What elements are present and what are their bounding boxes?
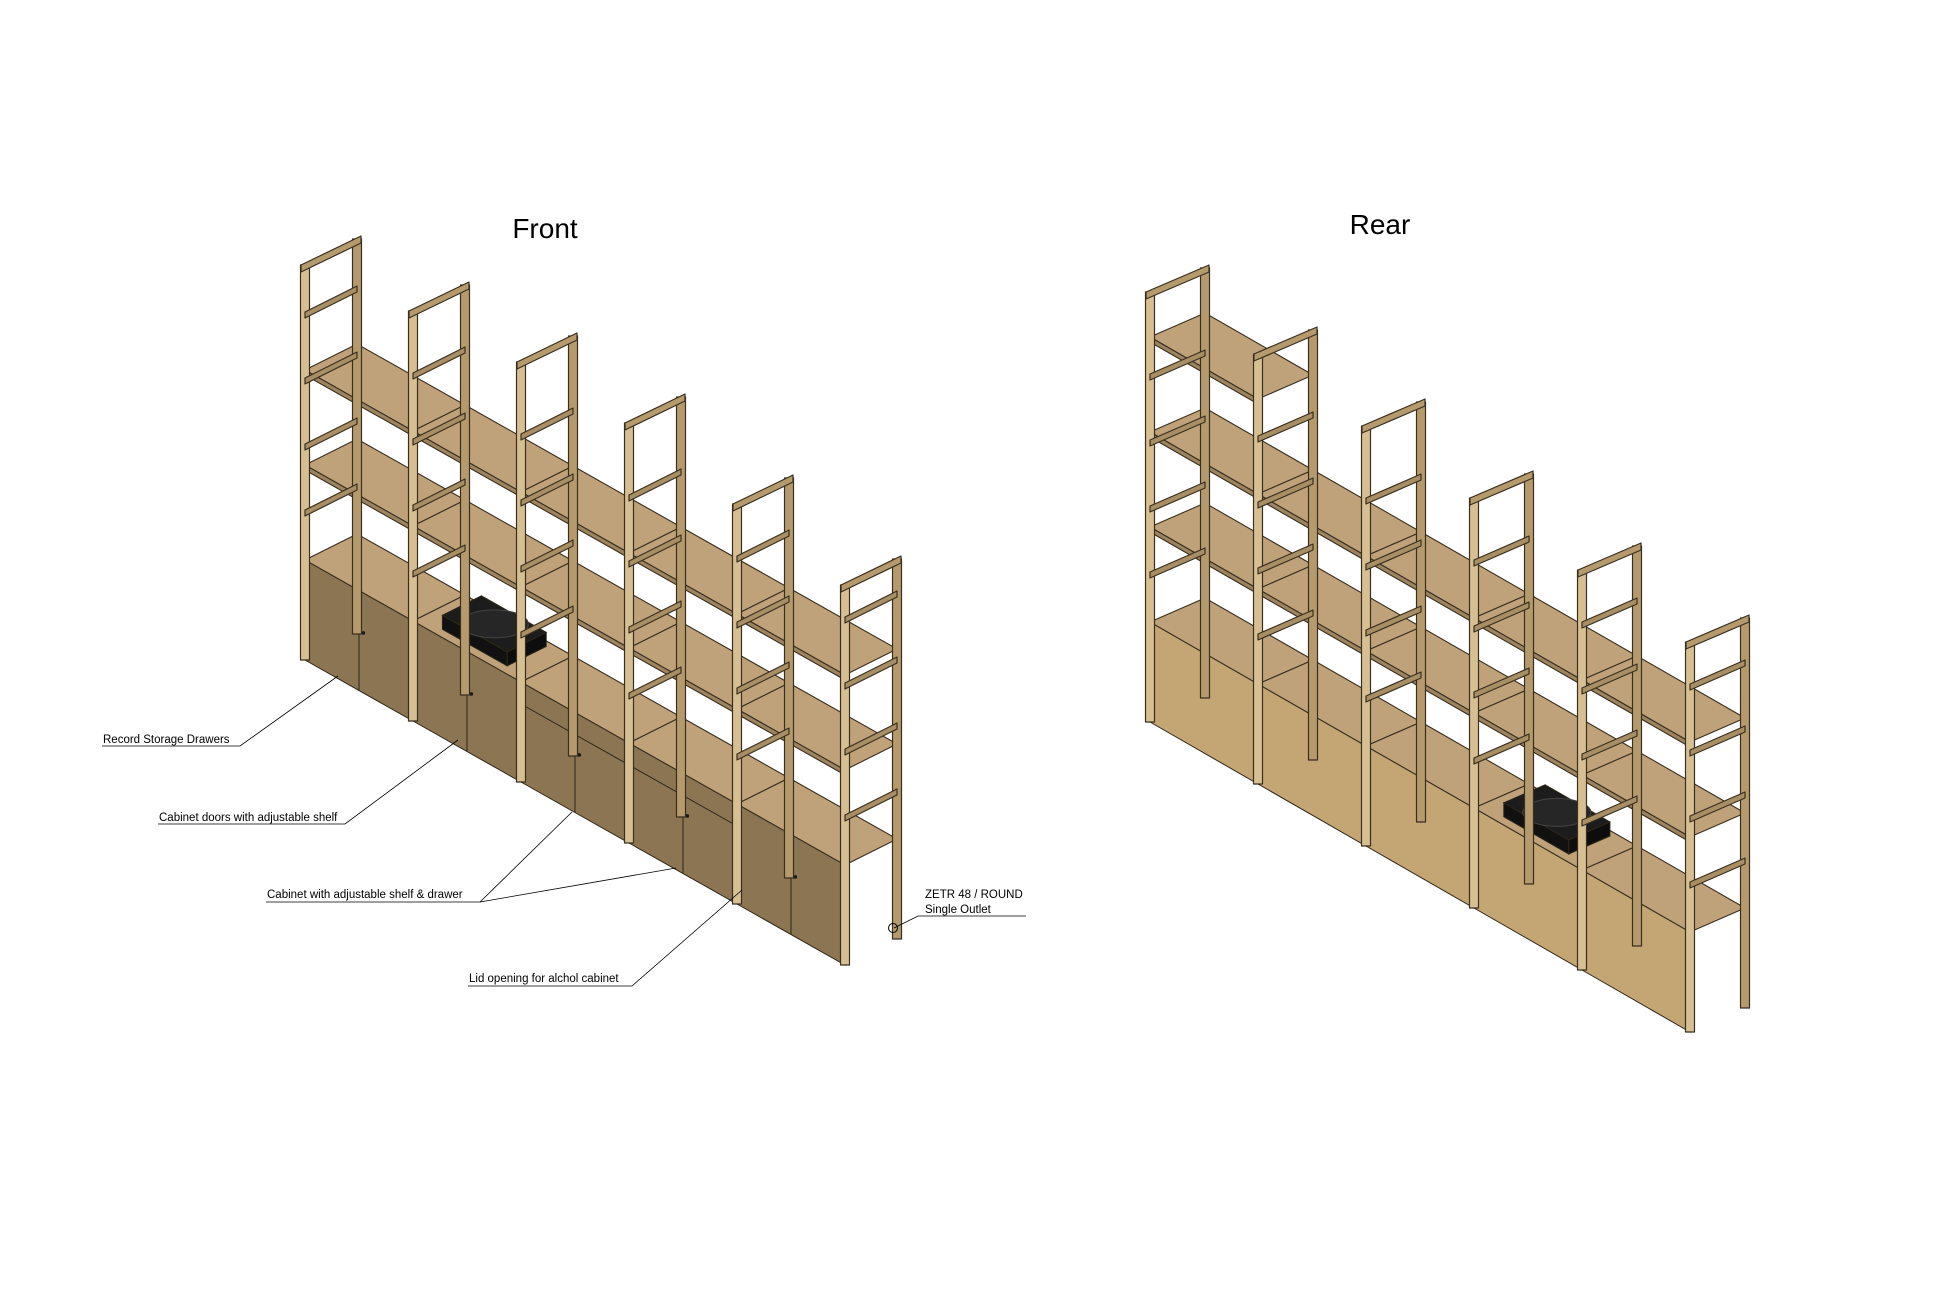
- ladder-cap: [300, 235, 362, 273]
- ladder-rung: [304, 285, 358, 319]
- leader-outlet: [893, 915, 1026, 929]
- ladder-rung: [844, 590, 898, 624]
- ladder-rung: [1473, 667, 1530, 699]
- ladder-cap: [408, 281, 470, 319]
- ladder-rung: [1689, 791, 1746, 823]
- ladder-rung: [412, 544, 466, 578]
- ladder-rung: [1473, 733, 1530, 765]
- ladder-rung: [1149, 547, 1206, 579]
- door-knob: [577, 753, 582, 757]
- ladder-rung: [736, 661, 790, 695]
- ladder-rung: [1581, 795, 1638, 827]
- annotations: Record Storage Drawers Cabinet doors wit…: [102, 675, 1026, 987]
- ladder-rung: [1257, 543, 1314, 575]
- ladder-cap: [1253, 326, 1318, 362]
- label-outlet-line1: ZETR 48 / ROUND: [925, 889, 1023, 901]
- leader-shelf-drawer-b: [479, 867, 677, 903]
- ladder-rung: [1689, 659, 1746, 691]
- ladder-cap: [732, 474, 794, 512]
- ladder-rung: [1365, 539, 1422, 571]
- ladder-post: [299, 264, 311, 661]
- ladder-rung: [520, 539, 574, 573]
- door-knob: [793, 875, 798, 879]
- label-outlet-line2: Single Outlet: [925, 904, 992, 916]
- ladder-post: [839, 584, 851, 966]
- outlet-icon: [888, 923, 898, 933]
- ladder-rung: [1365, 671, 1422, 703]
- front-view-title: Front: [512, 213, 578, 244]
- ladder-rung: [1581, 663, 1638, 695]
- ladder-rung: [844, 788, 898, 822]
- label-cabinet-doors: Cabinet doors with adjustable shelf: [159, 812, 338, 824]
- ladder-rung: [304, 417, 358, 451]
- leader-record-storage: [102, 675, 339, 747]
- label-shelf-drawer: Cabinet with adjustable shelf & drawer: [267, 889, 463, 901]
- ladder-rung: [1149, 481, 1206, 513]
- ladder-rung: [628, 468, 682, 502]
- ladder-rung: [1365, 473, 1422, 505]
- ladder-rung: [1473, 535, 1530, 567]
- ladder-rung: [412, 412, 466, 446]
- ladder-rung: [1257, 411, 1314, 443]
- turntable-platter: [1522, 797, 1592, 827]
- ladder-rung: [736, 529, 790, 563]
- ladder-rung: [628, 600, 682, 634]
- ladder-rung: [412, 478, 466, 512]
- ladder-post: [1576, 569, 1588, 971]
- door-knob: [469, 692, 474, 696]
- ladder-rung: [412, 346, 466, 380]
- ladder-rung: [736, 595, 790, 629]
- ladder-cap: [1577, 542, 1642, 578]
- leader-lid-opening: [468, 889, 743, 987]
- door-knob: [361, 631, 366, 635]
- ladder-cap: [1361, 398, 1426, 434]
- ladder-post: [1684, 641, 1696, 1033]
- ladder-post: [891, 558, 903, 940]
- rear-view-title: Rear: [1350, 209, 1411, 240]
- ladder-rung: [304, 351, 358, 385]
- ladder-rung: [844, 656, 898, 690]
- ladder-rung: [304, 483, 358, 517]
- ladder-rung: [1257, 609, 1314, 641]
- front-view: [299, 235, 903, 966]
- ladder-rung: [520, 407, 574, 441]
- ladder-rung: [1689, 725, 1746, 757]
- ladder-rung: [1257, 477, 1314, 509]
- leader-cabinet-doors: [158, 739, 459, 825]
- ladder-rung: [1581, 729, 1638, 761]
- ladder-cap: [1685, 614, 1750, 650]
- ladder-post: [351, 238, 363, 635]
- ladder-rung: [1149, 349, 1206, 381]
- ladder-cap: [1469, 470, 1534, 506]
- ladder-rung: [1149, 415, 1206, 447]
- ladder-rung: [1365, 605, 1422, 637]
- ladder-post: [1739, 617, 1751, 1009]
- ladder-rung: [1581, 597, 1638, 629]
- ladder-cap: [840, 555, 902, 593]
- label-lid-opening: Lid opening for alchol cabinet: [469, 973, 619, 985]
- ladder-cap: [624, 393, 686, 431]
- ladder-cap: [516, 332, 578, 370]
- ladder-post: [731, 503, 743, 905]
- door-knob: [685, 814, 690, 818]
- ladder-rung: [628, 666, 682, 700]
- label-record-storage: Record Storage Drawers: [103, 734, 230, 746]
- ladder-rung: [628, 534, 682, 568]
- ladder-cap: [1145, 264, 1210, 300]
- ladder-rung: [736, 727, 790, 761]
- ladder-rung: [1689, 857, 1746, 889]
- ladder-rung: [520, 473, 574, 507]
- ladder-rung: [844, 722, 898, 756]
- rear-view: [1144, 264, 1751, 1033]
- ladder-rung: [520, 605, 574, 639]
- ladder-rung: [1473, 601, 1530, 633]
